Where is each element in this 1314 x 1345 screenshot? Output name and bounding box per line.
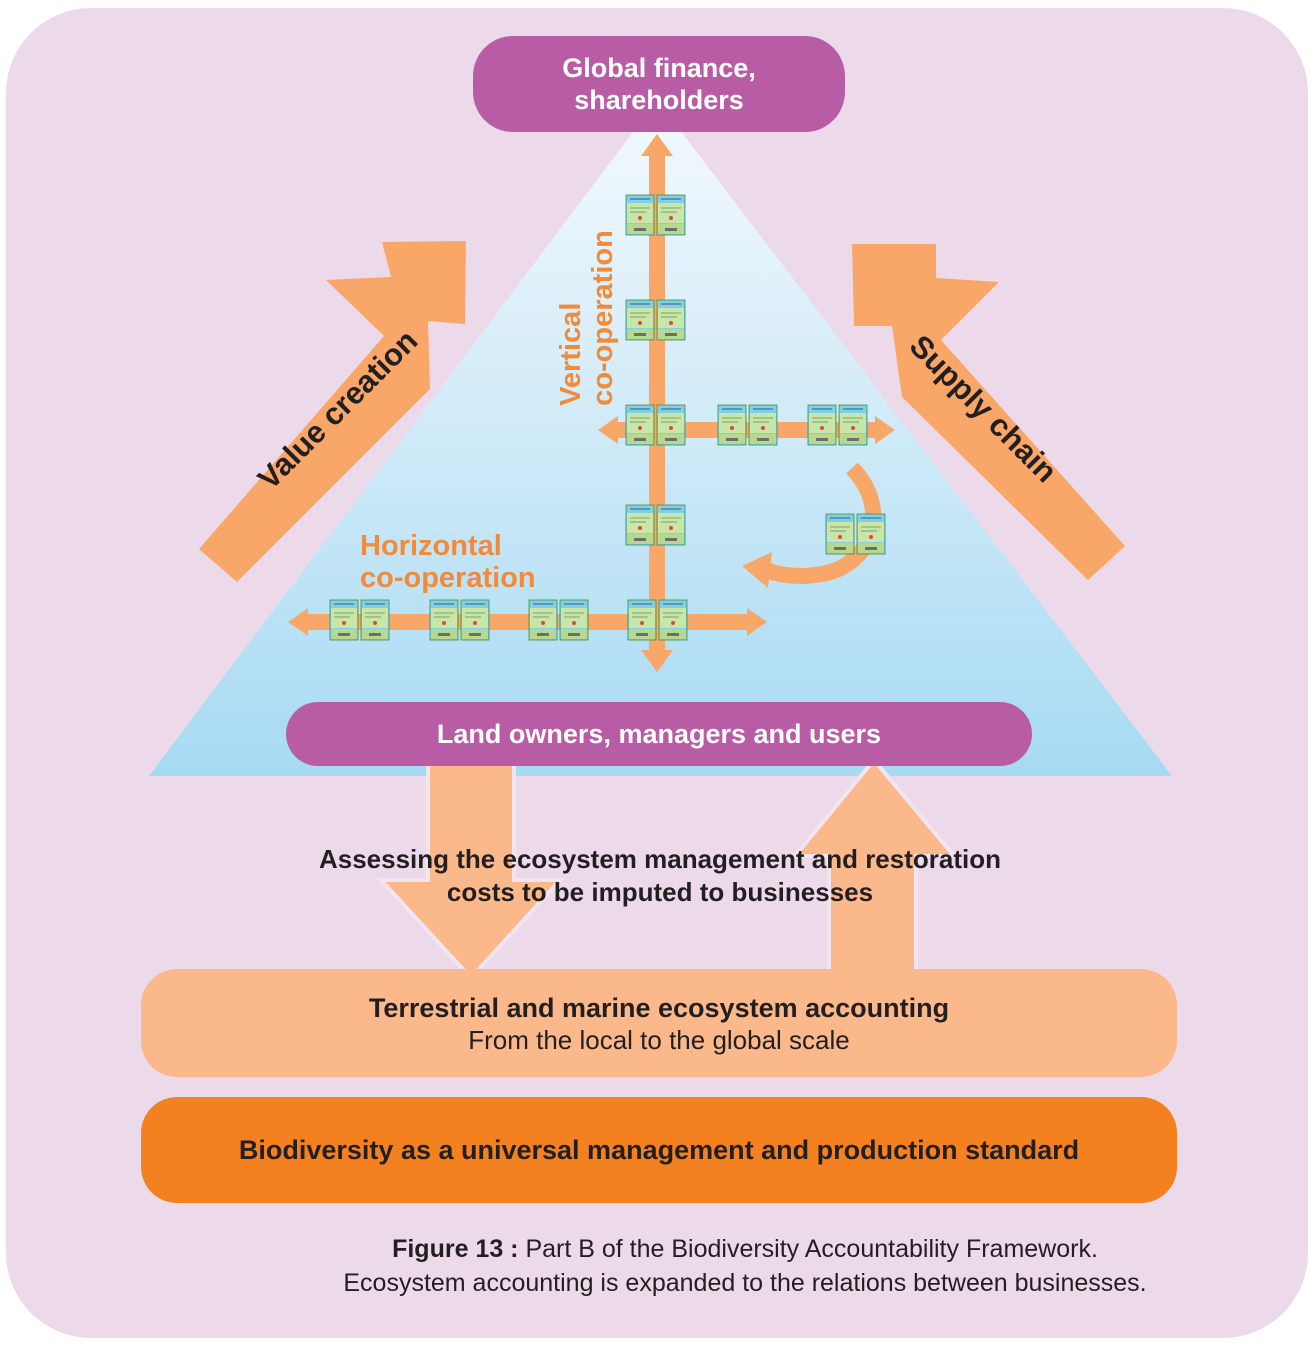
vertical-cooperation-label: Vertical co-operation bbox=[555, 230, 619, 406]
up-arrow bbox=[790, 756, 959, 982]
supply-chain-arrow bbox=[852, 244, 1125, 580]
vertical-label-line2: co-operation bbox=[587, 230, 619, 406]
global-finance-box: Global finance, shareholders bbox=[473, 36, 845, 132]
down-arrow bbox=[376, 758, 565, 981]
assessing-costs-text: Assessing the ecosystem management and r… bbox=[240, 843, 1080, 909]
ecosystem-accounting-subtitle: From the local to the global scale bbox=[468, 1025, 850, 1055]
biodiversity-standard-box: Biodiversity as a universal management a… bbox=[141, 1097, 1177, 1203]
caption-line1: Part B of the Biodiversity Accountabilit… bbox=[525, 1235, 1098, 1263]
land-owners-box: Land owners, managers and users bbox=[286, 702, 1032, 766]
assessing-line1: Assessing the ecosystem management and r… bbox=[318, 844, 1001, 874]
global-finance-line2: shareholders bbox=[574, 85, 744, 115]
ecosystem-accounting-title: Terrestrial and marine ecosystem account… bbox=[368, 993, 950, 1023]
global-finance-line1: Global finance, bbox=[562, 53, 756, 83]
horizontal-label-line2: co-operation bbox=[360, 562, 536, 594]
land-owners-label: Land owners, managers and users bbox=[436, 718, 882, 749]
figure-caption: Figure 13 : Part B of the Biodiversity A… bbox=[240, 1232, 1250, 1300]
curved-arrow bbox=[742, 462, 882, 588]
vertical-label-line1: Vertical bbox=[555, 302, 587, 406]
horizontal-cooperation-label: Horizontal co-operation bbox=[360, 530, 536, 594]
ecosystem-accounting-box: Terrestrial and marine ecosystem account… bbox=[141, 969, 1177, 1077]
figure-number: Figure 13 : bbox=[392, 1235, 519, 1263]
biodiversity-standard-label: Biodiversity as a universal management a… bbox=[238, 1134, 1080, 1165]
caption-line2: Ecosystem accounting is expanded to the … bbox=[343, 1269, 1147, 1297]
horizontal-label-line1: Horizontal bbox=[360, 530, 502, 562]
value-creation-arrow bbox=[199, 241, 466, 582]
assessing-line2: costs to be imputed to businesses bbox=[446, 877, 874, 907]
